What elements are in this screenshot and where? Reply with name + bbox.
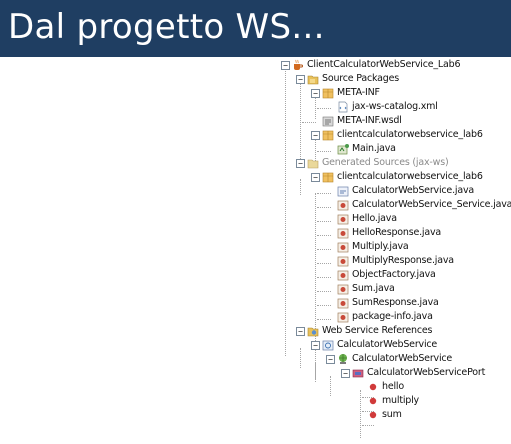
collapse-toggle[interactable]: − xyxy=(311,89,320,98)
tree-node-label: CalculatorWebService xyxy=(352,353,453,364)
collapse-toggle[interactable]: − xyxy=(341,369,350,378)
tree-guide-line xyxy=(317,221,331,222)
tree-guide-line xyxy=(315,193,316,379)
tree-node-label: META-INF.wsdl xyxy=(337,115,402,126)
tree-guide-line xyxy=(362,425,374,426)
tree-node-label: ClientCalculatorWebService_Lab6 xyxy=(307,59,461,70)
java-class-icon xyxy=(337,311,349,323)
java-main-icon xyxy=(337,143,349,155)
source-folder-icon xyxy=(307,73,319,85)
tree-node-label: Generated Sources (jax-ws) xyxy=(322,157,449,168)
java-class-icon xyxy=(337,269,349,281)
tree-node-label: Source Packages xyxy=(322,73,399,84)
tree-node-label: clientcalculatorwebservice_lab6 xyxy=(337,129,483,140)
operation-icon xyxy=(367,395,379,407)
collapse-toggle[interactable]: − xyxy=(296,327,305,336)
tree-guide-line xyxy=(300,179,301,195)
tree-node-label: jax-ws-catalog.xml xyxy=(352,101,438,112)
wsdl-icon xyxy=(322,115,334,127)
tree-guide-line xyxy=(315,95,316,119)
tree-guide-line xyxy=(300,81,301,161)
tree-guide-line xyxy=(317,291,331,292)
java-class-icon xyxy=(337,227,349,239)
tree-node-label: CalculatorWebServicePort xyxy=(367,367,486,378)
tree-node-label: CalculatorWebService_Service.java xyxy=(352,199,511,210)
collapse-toggle[interactable]: − xyxy=(296,75,305,84)
tree-guide-line xyxy=(317,277,331,278)
tree-guide-line xyxy=(317,151,331,152)
tree-guide-line xyxy=(315,137,316,161)
coffee-cup-icon xyxy=(292,59,304,71)
tree-guide-line xyxy=(330,376,331,396)
tree-guide-line xyxy=(317,263,331,264)
slide-title: Dal progetto WS... xyxy=(8,7,325,47)
java-class-icon xyxy=(337,283,349,295)
tree-guide-line xyxy=(362,411,374,412)
operation-icon xyxy=(367,381,379,393)
collapse-toggle[interactable]: − xyxy=(326,355,335,364)
web-service-icon xyxy=(322,339,334,351)
package-icon xyxy=(322,87,334,99)
tree-node-label: Web Service References xyxy=(322,325,433,336)
tree-node-label: package-info.java xyxy=(352,311,433,322)
tree-node-label: SumResponse.java xyxy=(352,297,439,308)
tree-node-label: hello xyxy=(382,381,404,392)
collapse-toggle[interactable]: − xyxy=(296,159,305,168)
tree-guide-line xyxy=(360,390,361,438)
tree-node-label: MultiplyResponse.java xyxy=(352,255,454,266)
collapse-toggle[interactable]: − xyxy=(281,61,290,70)
xml-file-icon xyxy=(337,101,349,113)
tree-node-label: CalculatorWebService xyxy=(337,339,438,350)
tree-node-label: sum xyxy=(382,409,402,420)
package-icon xyxy=(322,171,334,183)
tree-node-label: Multiply.java xyxy=(352,241,409,252)
collapse-toggle[interactable]: − xyxy=(311,341,320,350)
tree-guide-line xyxy=(362,397,374,398)
tree-node-label: CalculatorWebService.java xyxy=(352,185,474,196)
tree-guide-line xyxy=(317,235,331,236)
tree-node-label: multiply xyxy=(382,395,419,406)
tree-guide-line xyxy=(317,207,331,208)
tree-guide-line xyxy=(317,193,331,194)
tree-node-label: META-INF xyxy=(337,87,380,98)
tree-node-label: clientcalculatorwebservice_lab6 xyxy=(337,171,483,182)
java-class-icon xyxy=(337,213,349,225)
tree-node-label: Hello.java xyxy=(352,213,397,224)
java-class-icon xyxy=(337,241,349,253)
tree-guide-line xyxy=(317,319,331,320)
port-icon xyxy=(352,367,364,379)
collapse-toggle[interactable]: − xyxy=(311,131,320,140)
tree-guide-line xyxy=(300,348,301,368)
java-interface-icon xyxy=(337,185,349,197)
title-banner: Dal progetto WS... xyxy=(0,0,511,57)
package-icon xyxy=(322,129,334,141)
tree-guide-line xyxy=(317,305,331,306)
tree-guide-line xyxy=(317,108,331,109)
tree-node-label: ObjectFactory.java xyxy=(352,269,436,280)
tree-guide-line xyxy=(302,122,316,123)
tree-node-label: Sum.java xyxy=(352,283,395,294)
tree-node-label: HelloResponse.java xyxy=(352,227,442,238)
operation-icon xyxy=(367,409,379,421)
project-tree[interactable]: − ClientCalculatorWebService_Lab6 − Sour… xyxy=(272,58,511,444)
java-class-icon xyxy=(337,199,349,211)
tree-node-label: Main.java xyxy=(352,143,396,154)
java-class-icon xyxy=(337,255,349,267)
tree-guide-line xyxy=(315,362,316,382)
ws-references-folder-icon xyxy=(307,325,319,337)
collapse-toggle[interactable]: − xyxy=(311,173,320,182)
web-service-globe-icon xyxy=(337,353,349,365)
tree-guide-line xyxy=(285,66,286,356)
java-class-icon xyxy=(337,297,349,309)
source-folder-icon xyxy=(307,157,319,169)
tree-guide-line xyxy=(317,249,331,250)
